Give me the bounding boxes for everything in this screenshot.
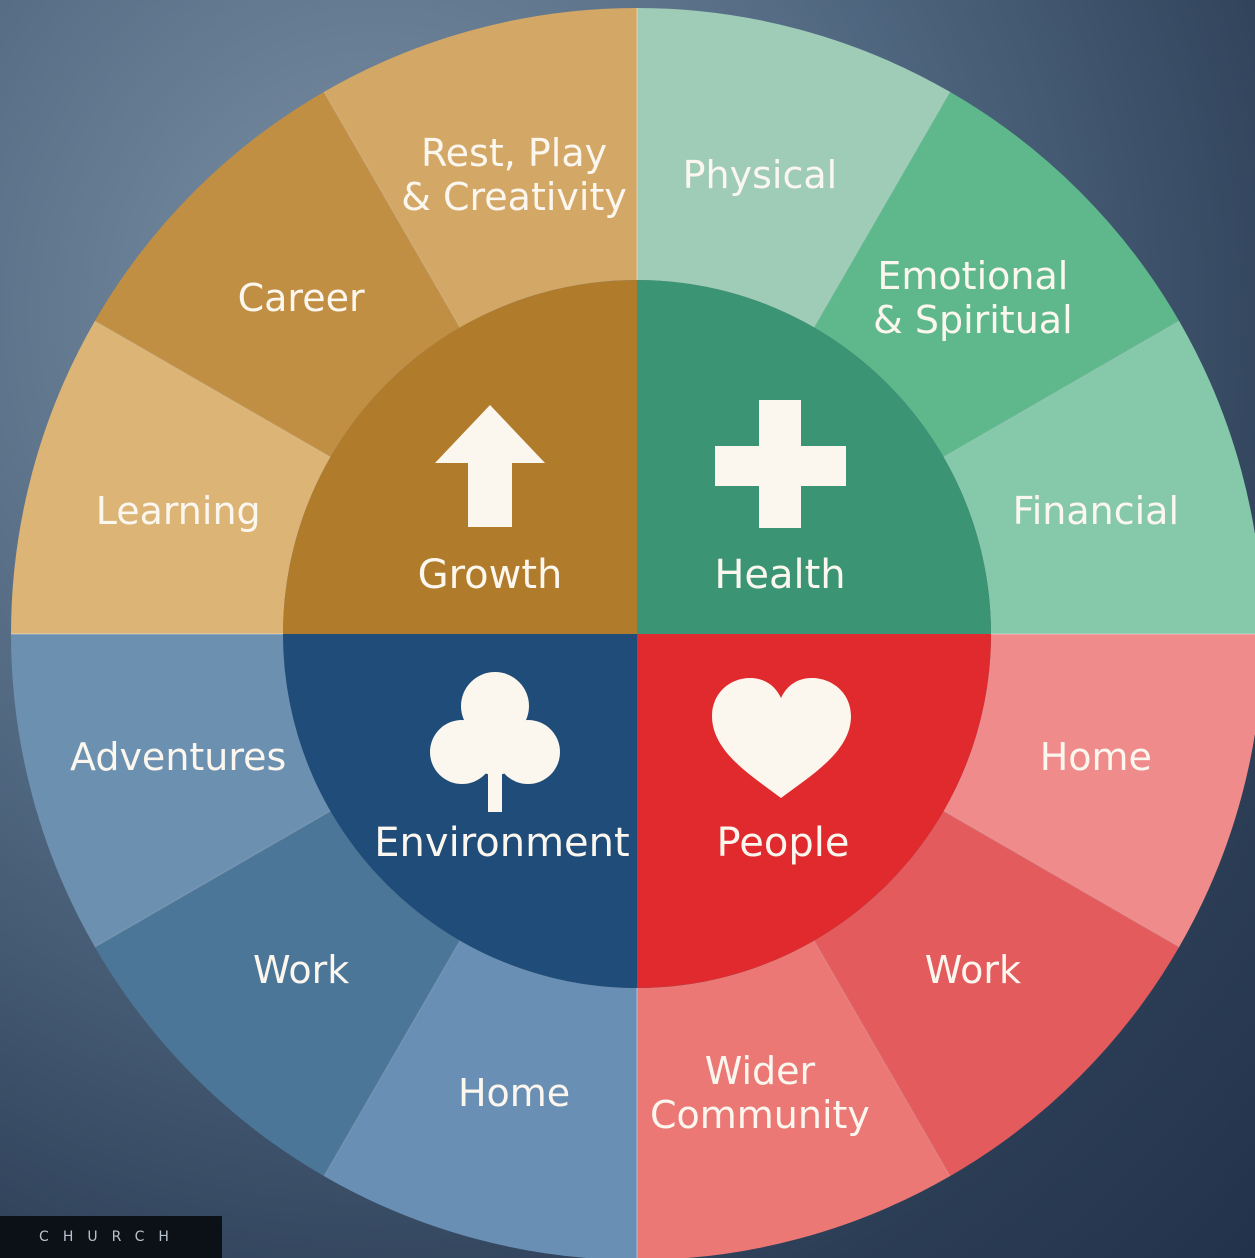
health-segment-3 — [943, 321, 1255, 634]
watermark: CHURCH — [0, 1216, 222, 1258]
environment-segment-label: Work — [253, 948, 349, 992]
people-segment-1 — [943, 634, 1255, 947]
segment-divider — [943, 320, 1180, 458]
segment-divider — [94, 320, 331, 458]
people-segment-2 — [814, 811, 1180, 1177]
growth-segment-1 — [11, 321, 331, 634]
health-segment-label: Physical — [683, 153, 838, 197]
environment-segment-label: Adventures — [70, 735, 286, 779]
environment-segment-1 — [324, 940, 637, 1258]
people-segment-label: Community — [650, 1093, 870, 1137]
segment-divider — [813, 91, 951, 328]
outer-ring — [11, 8, 1255, 1258]
growth-segment-label: Rest, Play — [421, 131, 607, 175]
environment-core — [283, 634, 637, 988]
growth-segment-label: & Creativity — [401, 175, 627, 219]
health-segment-2 — [814, 91, 1180, 457]
segment-divider — [323, 940, 461, 1177]
health-segment-label: Financial — [1013, 489, 1179, 533]
growth-segment-3 — [324, 8, 637, 328]
segment-divider — [94, 810, 331, 948]
environment-segment-label: Home — [458, 1071, 570, 1115]
environment-label: Environment — [374, 820, 629, 866]
people-label: People — [717, 820, 850, 866]
tree-icon — [430, 672, 560, 812]
growth-segment-2 — [94, 91, 460, 457]
heart-icon — [712, 678, 851, 798]
segment-divider — [943, 810, 1180, 948]
environment-segment-2 — [94, 811, 460, 1177]
plus-cross-icon — [715, 400, 846, 528]
health-segment-1 — [637, 8, 950, 328]
segment-divider — [323, 91, 461, 328]
growth-segment-label: Career — [238, 276, 365, 320]
people-segment-label: Work — [925, 948, 1021, 992]
core-icons — [430, 400, 851, 812]
growth-segment-label: Learning — [96, 489, 261, 533]
people-segment-3 — [637, 940, 950, 1258]
health-segment-label: & Spiritual — [873, 298, 1073, 342]
growth-label: Growth — [418, 552, 563, 598]
segment-divider — [813, 940, 951, 1177]
environment-segment-3 — [11, 634, 331, 947]
health-segment-label: Emotional — [877, 254, 1068, 298]
inner-core — [283, 280, 991, 988]
health-label: Health — [714, 552, 845, 598]
arrow-up-icon — [435, 405, 545, 527]
people-segment-label: Home — [1040, 735, 1152, 779]
people-segment-label: Wider — [705, 1049, 816, 1093]
